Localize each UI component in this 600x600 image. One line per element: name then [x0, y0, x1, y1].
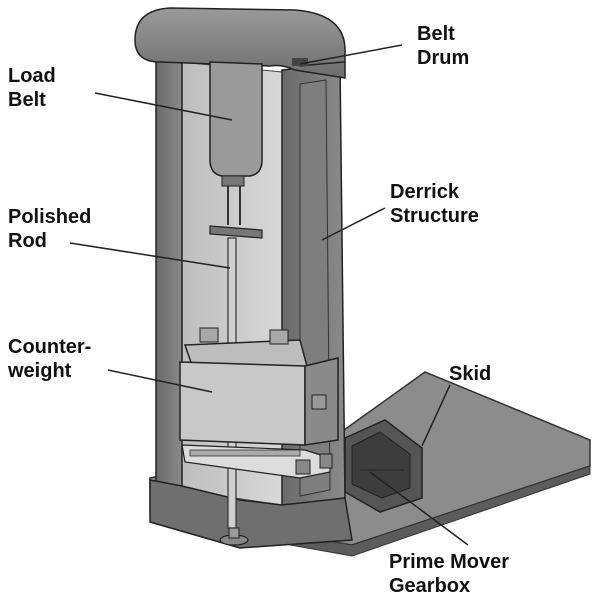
label-polished-rod: Polished Rod — [8, 206, 92, 252]
leader-skid — [421, 384, 451, 447]
counterweight — [179, 327, 339, 479]
carrier-bar — [209, 225, 263, 239]
leader-counterweight — [107, 369, 213, 393]
leader-lines — [69, 44, 469, 546]
prime-mover-gearbox — [344, 419, 423, 513]
derrick-left-column — [155, 57, 183, 493]
leader-derrick-structure — [321, 207, 386, 241]
leader-prime-mover-gearbox — [369, 471, 469, 546]
label-derrick-structure: Derrick Structure — [390, 181, 479, 227]
label-skid: Skid — [449, 363, 492, 385]
label-belt-drum: Belt Drum — [417, 23, 470, 69]
label-counterweight: Counter- weight — [8, 336, 92, 382]
load-belt — [209, 61, 263, 225]
label-load-belt: Load Belt — [8, 65, 56, 111]
leader-polished-rod — [69, 242, 231, 269]
belt-drum — [134, 7, 346, 79]
derrick-base — [149, 479, 353, 549]
leader-belt-drum — [299, 44, 403, 65]
leader-load-belt — [94, 92, 233, 121]
label-prime-mover-gearbox: Prime Mover Gearbox — [389, 551, 510, 597]
